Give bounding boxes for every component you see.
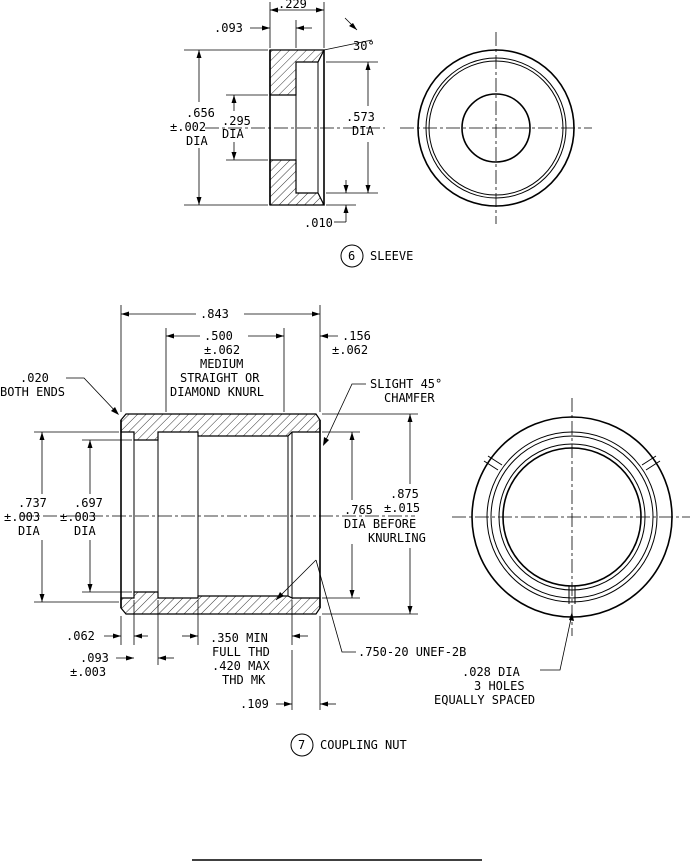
vent-hole-upper-right [641,455,661,471]
nut-dimensions: .843 .500 ±.062 MEDIUM STRAIGHT OR DIAMO… [0,305,466,711]
nut-thd-line4: THD MK [222,673,266,687]
nut-callout: 7 COUPLING NUT [290,733,407,757]
sleeve-dimensions: .229 .093 30° .656 ±.002 DIA .295 DIA [170,0,378,230]
nut-109-dim: .109 [240,697,269,711]
nut-lower-wall [120,591,321,615]
vent-hole-bottom [568,586,576,604]
nut-737-line1: .737 [18,496,47,510]
sleeve-end-view [400,32,592,224]
nut-875-line1: .875 [390,487,419,501]
nut-thd-line1: .350 MIN [210,631,268,645]
nut-holes-line2: 3 HOLES [474,679,525,693]
nut-knurl-line1: .500 [204,329,233,343]
nut-knurl-line4: STRAIGHT OR [180,371,260,385]
nut-knurl-line5: DIAMOND KNURL [170,385,264,399]
sleeve-callout: 6 SLEEVE [340,244,413,268]
nut-697-line3: DIA [74,524,96,538]
nut-093-line2: ±.003 [70,665,106,679]
nut-chamfer-line1: SLIGHT 45° [370,377,442,391]
nut-end-line1: .156 [342,329,371,343]
vent-hole-upper-left [483,455,503,471]
nut-697-line1: .697 [74,496,103,510]
sleeve-bore-line2: DIA [352,124,374,138]
nut-item-number: 7 [298,738,305,752]
nut-062-dim: .062 [66,629,95,643]
sleeve-id-line1: .295 [222,114,251,128]
nut-holes-line1: .028 DIA [462,665,521,679]
nut-737-line2: ±.003 [4,510,40,524]
sleeve-id-line2: DIA [222,127,244,141]
nut-edge-line1: .020 [20,371,49,385]
nut-thd-line3: .420 MAX [212,659,271,673]
nut-holes-line3: EQUALLY SPACED [434,693,535,707]
nut-737-line3: DIA [18,524,40,538]
sleeve-lower-wall [269,159,325,206]
sleeve-section-view [205,49,385,206]
nut-093-line1: .093 [80,651,109,665]
nut-thread-spec: .750-20 UNEF-2B [358,645,466,659]
sleeve-offset-dim: .093 [214,21,243,35]
sleeve-od-line1: .656 [186,106,215,120]
sleeve-width-dim: .229 [278,0,307,11]
nut-knurl-line2: ±.062 [204,343,240,357]
nut-765-line1: .765 [344,503,373,517]
nut-edge-line2: BOTH ENDS [0,385,65,399]
sleeve-od-line2: ±.002 [170,120,206,134]
sleeve-angle-dim: 30° [353,39,375,53]
nut-upper-wall [120,413,321,441]
nut-length-dim: .843 [200,307,229,321]
nut-end-line2: ±.062 [332,343,368,357]
nut-765-line2: DIA BEFORE [344,517,416,531]
nut-875-line2: ±.015 [384,501,420,515]
sleeve-upper-wall [269,49,325,96]
nut-chamfer-line2: CHAMFER [384,391,435,405]
sleeve-od-line3: DIA [186,134,208,148]
nut-title: COUPLING NUT [320,738,407,752]
nut-thd-line2: FULL THD [212,645,270,659]
sleeve-title: SLEEVE [370,249,413,263]
nut-697-line2: ±.003 [60,510,96,524]
nut-knurl-line3: MEDIUM [200,357,243,371]
sleeve-bore-line1: .573 [346,110,375,124]
nut-765-line3: KNURLING [368,531,426,545]
sleeve-lip-dim: .010 [304,216,333,230]
sleeve-item-number: 6 [348,249,355,263]
nut-end-view: .028 DIA 3 HOLES EQUALLY SPACED [434,398,690,707]
nut-section-view [20,413,415,615]
